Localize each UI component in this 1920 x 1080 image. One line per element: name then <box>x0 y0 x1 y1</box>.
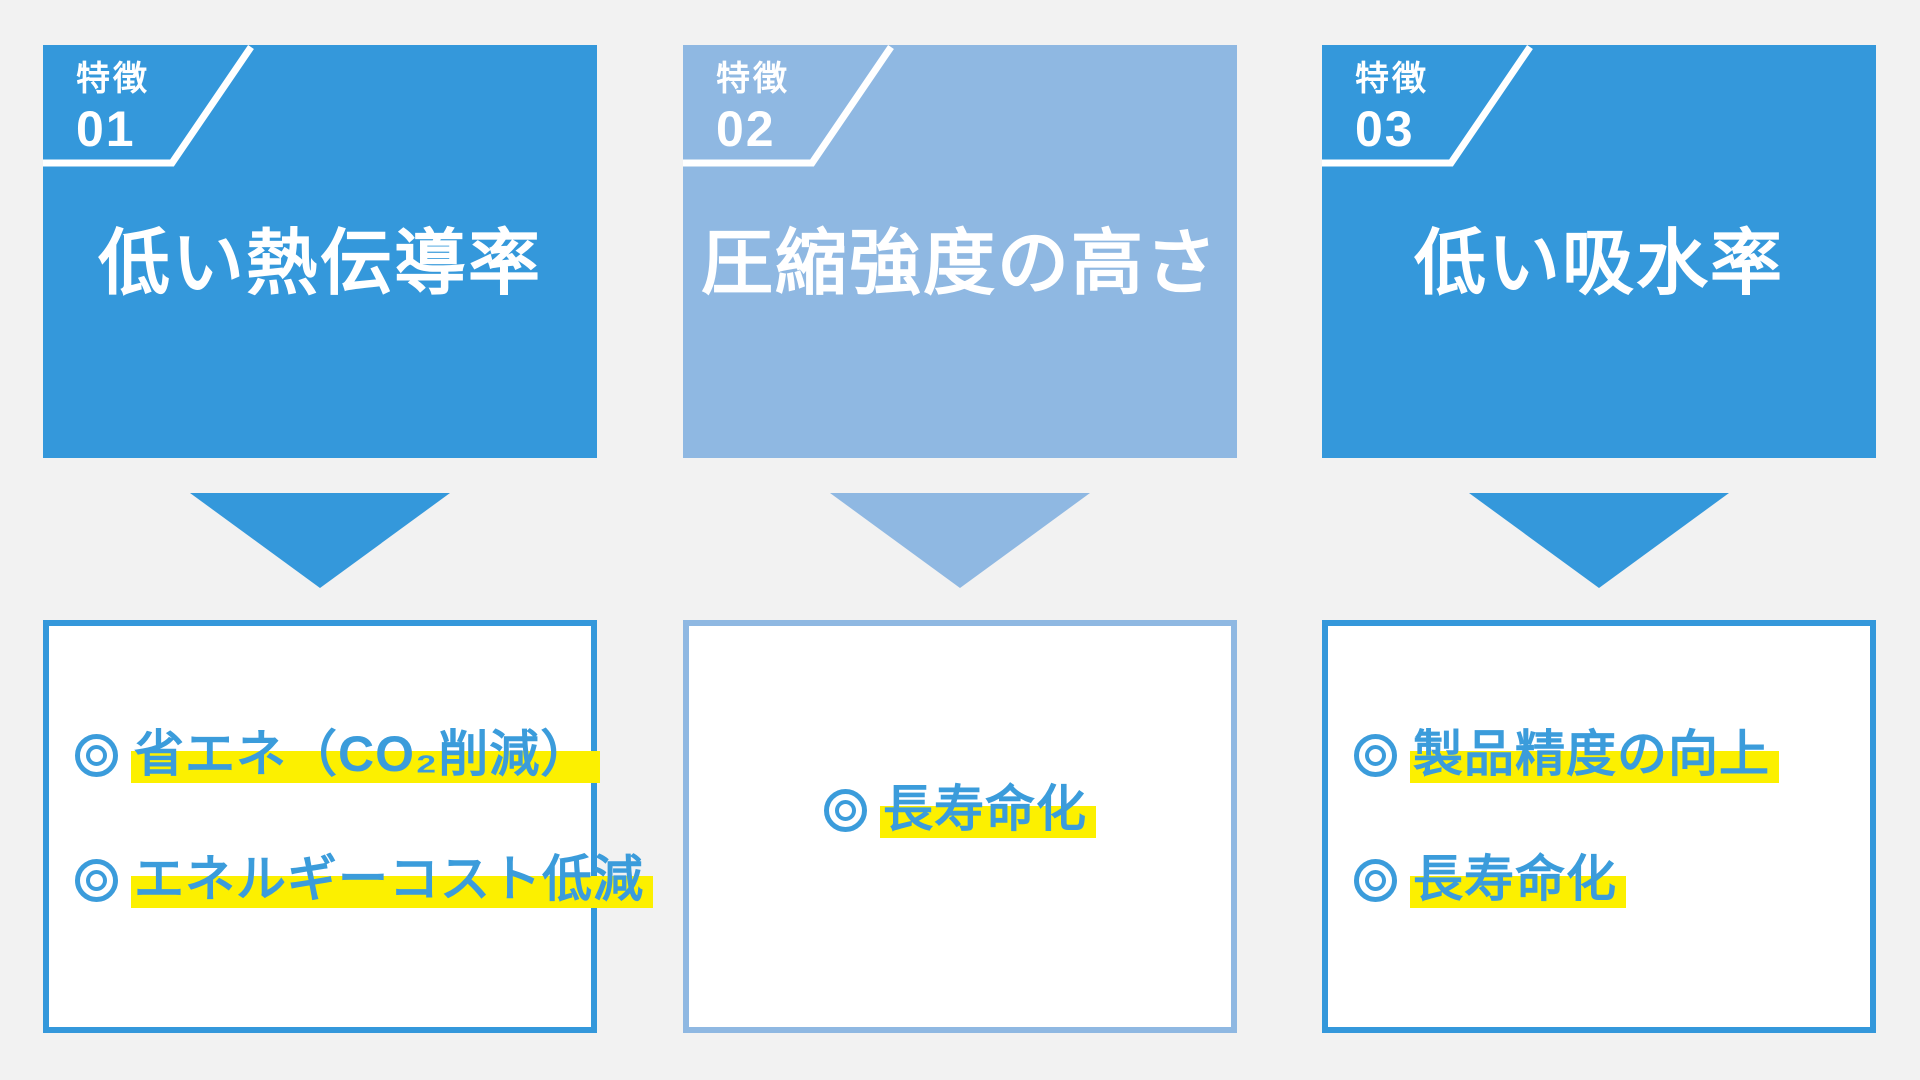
feature-badge-3: 特徴 03 <box>1355 60 1429 154</box>
benefit-card-2: 長寿命化 <box>683 620 1237 1033</box>
down-arrow-icon <box>190 493 450 588</box>
feature-column-2: 特徴 02 圧縮強度の高さ 長寿命化 <box>683 45 1237 1033</box>
feature-column-1: 特徴 01 低い熱伝導率 省エネ（CO₂削減） エネルギーコスト低減 <box>43 45 653 1033</box>
benefit-item: 省エネ（CO₂削減） <box>75 728 601 783</box>
feature-title-2: 圧縮強度の高さ <box>700 224 1219 304</box>
benefit-card-1: 省エネ（CO₂削減） エネルギーコスト低減 <box>43 620 653 1033</box>
badge-label: 特徴 <box>1355 60 1429 98</box>
benefit-text: 省エネ（CO₂削減） <box>131 728 601 783</box>
badge-label: 特徴 <box>76 60 150 98</box>
benefit-card-3: 製品精度の向上 長寿命化 <box>1322 620 1876 1033</box>
badge-number: 02 <box>716 101 776 158</box>
feature-badge-2: 特徴 02 <box>716 60 790 154</box>
feature-card-1: 特徴 01 低い熱伝導率 <box>43 45 597 458</box>
feature-title-3: 低い吸水率 <box>1413 224 1784 304</box>
badge-number: 03 <box>1355 101 1415 158</box>
bullseye-icon <box>1354 734 1397 777</box>
feature-card-2: 特徴 02 圧縮強度の高さ <box>683 45 1237 458</box>
down-arrow-icon <box>830 493 1090 588</box>
feature-title-1: 低い熱伝導率 <box>97 224 542 304</box>
bullseye-icon <box>75 859 118 902</box>
benefit-text: 長寿命化 <box>1410 853 1626 908</box>
bullseye-icon <box>824 789 867 832</box>
benefit-text: 製品精度の向上 <box>1410 728 1779 783</box>
bullseye-icon <box>1354 859 1397 902</box>
benefit-item: 製品精度の向上 <box>1354 728 1856 783</box>
benefit-text: 長寿命化 <box>880 783 1096 838</box>
benefit-text: エネルギーコスト低減 <box>131 853 653 908</box>
badge-label: 特徴 <box>716 60 790 98</box>
bullseye-icon <box>75 734 118 777</box>
feature-card-3: 特徴 03 低い吸水率 <box>1322 45 1876 458</box>
benefit-item: 長寿命化 <box>1354 853 1856 908</box>
badge-number: 01 <box>76 101 136 158</box>
down-arrow-icon <box>1469 493 1729 588</box>
feature-column-3: 特徴 03 低い吸水率 製品精度の向上 長寿命化 <box>1322 45 1876 1033</box>
benefit-item: エネルギーコスト低減 <box>75 853 653 908</box>
benefit-item: 長寿命化 <box>824 783 1096 838</box>
feature-badge-1: 特徴 01 <box>76 60 150 154</box>
